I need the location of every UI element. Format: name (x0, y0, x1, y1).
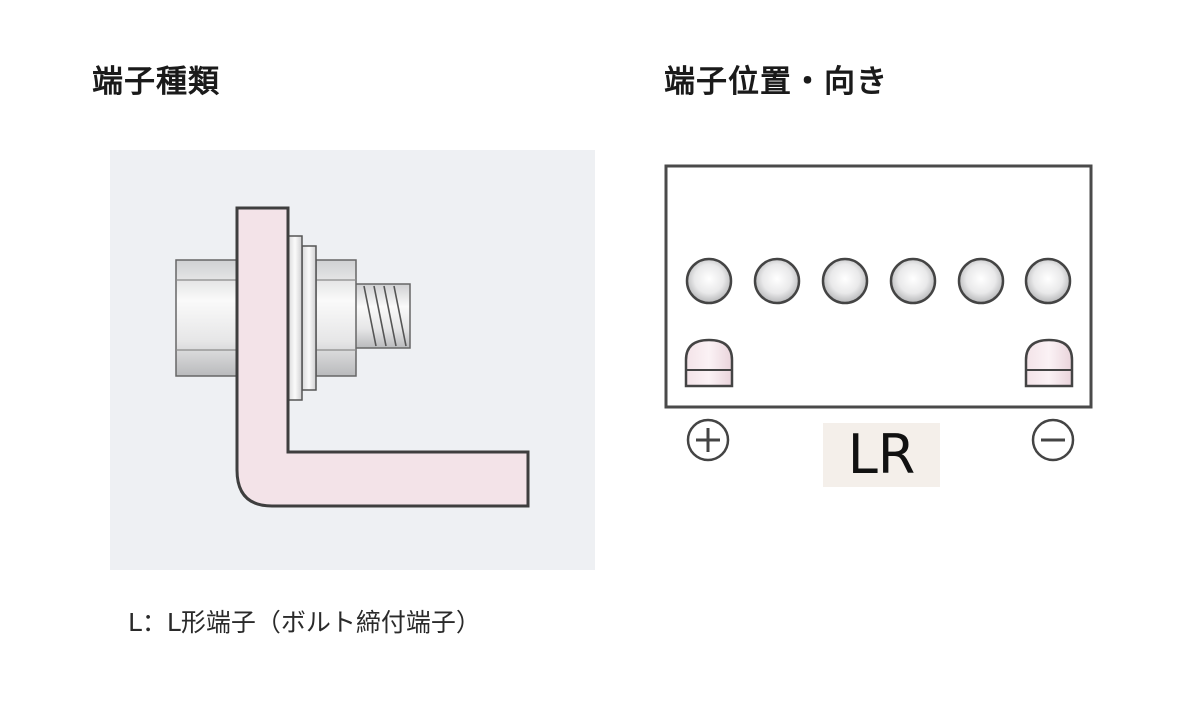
cell-caps (685, 257, 1072, 305)
terminal-position-heading: 端子位置・向き (664, 64, 888, 100)
terminal-type-caption: L：L形端子（ボルト締付端子） (128, 608, 481, 637)
terminal-post-icon (1024, 338, 1074, 388)
negative-terminal-post (1024, 338, 1074, 388)
l-terminal-diagram (175, 206, 530, 508)
flat-washer (287, 235, 303, 401)
cell-cap-icon (957, 257, 1005, 305)
terminal-position-code-box: LR (823, 423, 940, 487)
battery-case (664, 164, 1093, 409)
nut-right (315, 259, 357, 377)
battery-top-view (660, 160, 1100, 474)
terminal-position-code: LR (847, 423, 916, 486)
nut-left (175, 259, 239, 377)
terminal-type-illustration (110, 150, 595, 570)
cell-cap-icon (889, 257, 937, 305)
l-terminal-plate (235, 206, 530, 508)
cell-cap-icon (821, 257, 869, 305)
terminal-post-icon (684, 338, 734, 388)
plus-circle-icon (686, 418, 730, 462)
positive-terminal-post (684, 338, 734, 388)
battery-diagram (664, 164, 1093, 462)
minus-circle-icon (1031, 418, 1075, 462)
bolt-thread (349, 283, 411, 349)
terminal-type-heading: 端子種類 (92, 64, 220, 100)
cell-cap-icon (1024, 257, 1072, 305)
cell-cap-icon (685, 257, 733, 305)
spring-washer (301, 245, 317, 391)
cell-cap-icon (753, 257, 801, 305)
